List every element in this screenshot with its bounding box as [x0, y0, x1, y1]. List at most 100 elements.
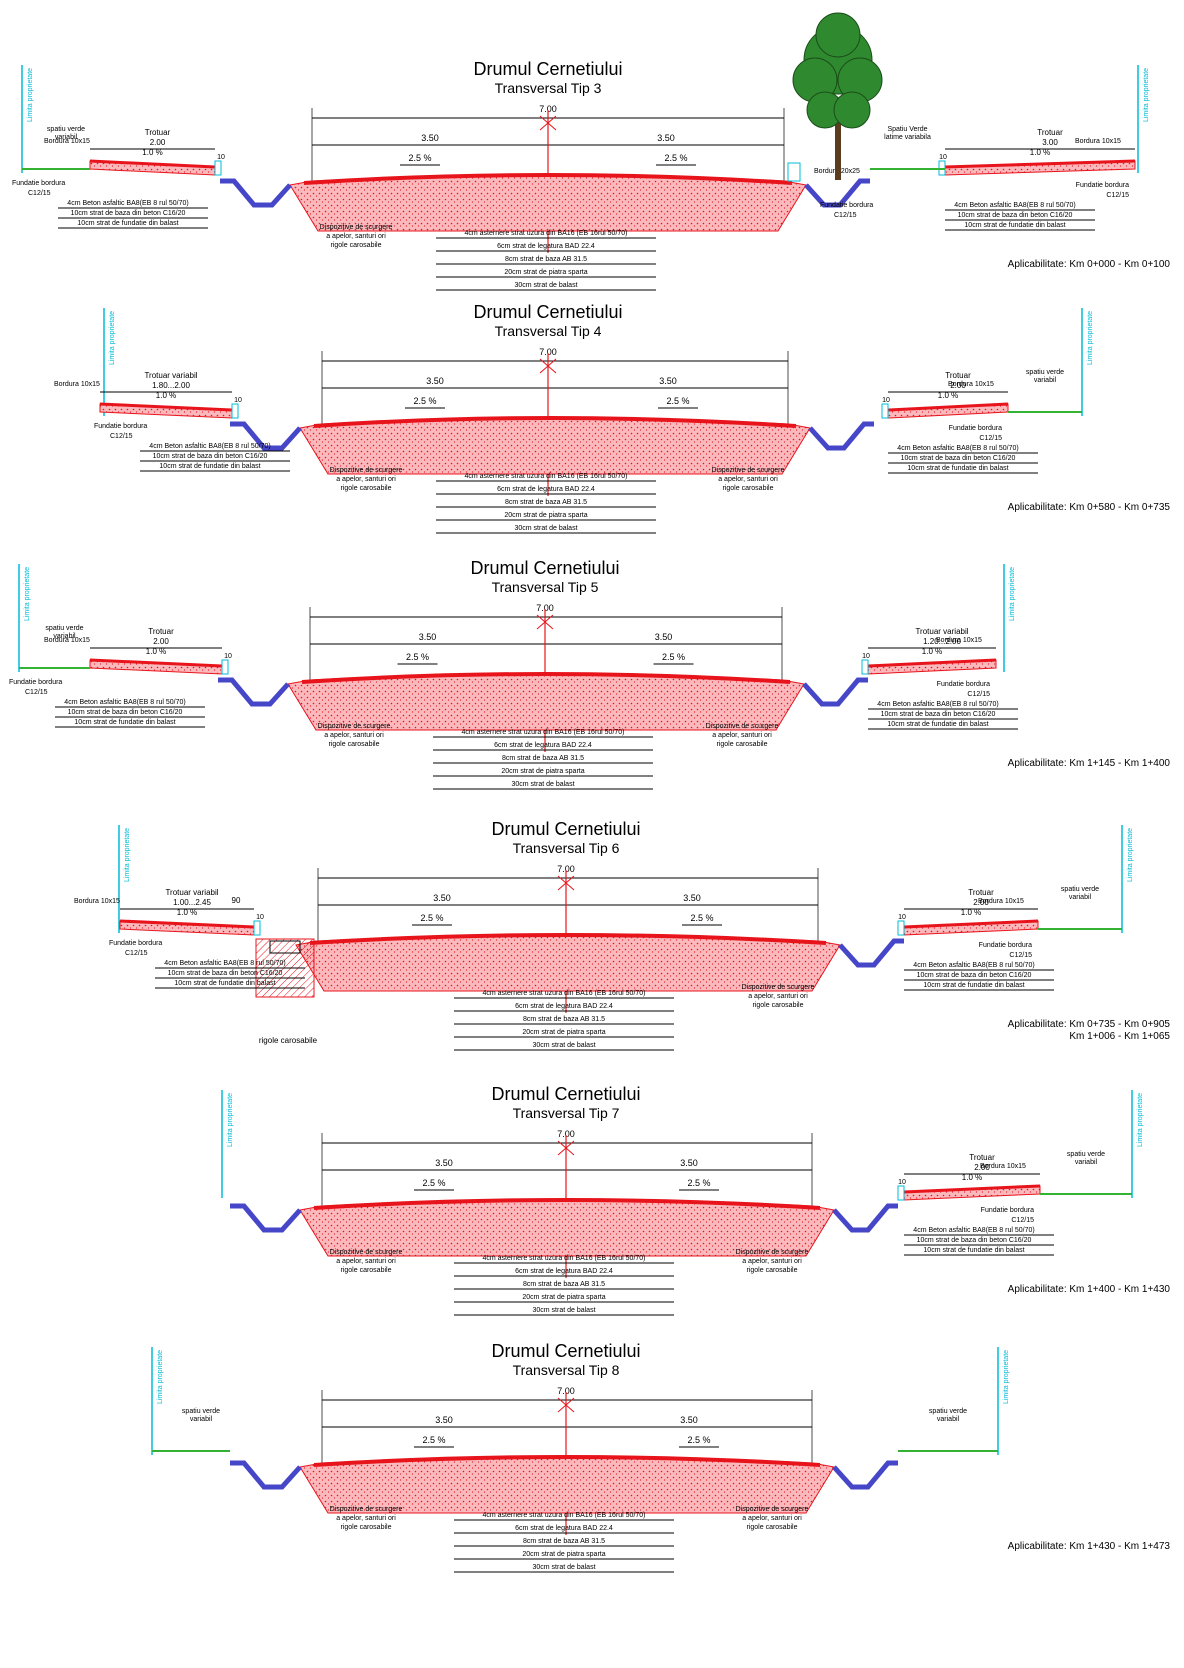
- foundation-left-label: Fundatie bordura: [109, 940, 162, 947]
- curb-right: [897, 920, 905, 936]
- left-layer-label: 4cm Beton asfaltic BA8(EB 8 rul 50/70): [64, 699, 185, 706]
- sidewalk-right-slope: 1.0 %: [922, 647, 942, 656]
- sidewalk-right-title: Trotuar variabil: [915, 627, 968, 636]
- slope-left-label: 2.5 %: [406, 652, 429, 662]
- right-layer-label: 4cm Beton asfaltic BA8(EB 8 rul 50/70): [897, 445, 1018, 452]
- left-layer-label: 4cm Beton asfaltic BA8(EB 8 rul 50/70): [164, 960, 285, 967]
- road-layer-label: 20cm strat de piatra sparta: [522, 1294, 605, 1301]
- sidewalk-right-slope: 1.0 %: [962, 1173, 982, 1182]
- tree-trunk: [835, 110, 841, 180]
- curb-right-label: Bordura 10x15: [980, 1163, 1026, 1170]
- sidewalk-left-surface: [99, 402, 233, 412]
- left-layer-label: 10cm strat de baza din beton C16/20: [71, 210, 186, 217]
- applicability-label: Aplicabilitate: Km 1+145 - Km 1+400: [1008, 758, 1171, 769]
- sidewalk-right-slope: 1.0 %: [938, 391, 958, 400]
- right-layer-label: 10cm strat de baza din beton C16/20: [881, 711, 996, 718]
- property-limit-left-label: Limita proprietate: [27, 68, 34, 122]
- right-layer-label: 10cm strat de fundatie din balast: [923, 1247, 1024, 1254]
- drainage-right-label: rigole carosabile: [717, 741, 768, 748]
- road-layer-label: 6cm strat de legatura BAD 22.4: [497, 243, 595, 250]
- sidewalk-left-width: 2.00: [153, 637, 169, 646]
- section-subtitle: Transversal Tip 7: [513, 1105, 620, 1121]
- curb-right: [897, 1185, 905, 1201]
- slope-left-label: 2.5 %: [422, 1178, 445, 1188]
- road-layer-label: 4cm asternere strat uzura din BA16 (EB 1…: [482, 990, 645, 997]
- road-layer-label: 8cm strat de baza AB 31.5: [505, 499, 587, 506]
- dimension-right-lane: 3.50: [680, 1158, 698, 1168]
- road-surface: [313, 1455, 821, 1467]
- dimension-total-label: 7.00: [539, 347, 557, 357]
- drainage-left-label: a apelor, santuri ori: [336, 1515, 396, 1522]
- curb-left: [231, 403, 239, 419]
- dimension-total-label: 7.00: [539, 104, 557, 114]
- drainage-left-label: Dispozitive de scurgere: [318, 723, 391, 730]
- axis-marker: [536, 614, 554, 630]
- drainage-right-label: rigole carosabile: [747, 1267, 798, 1274]
- curb-left: [253, 920, 261, 936]
- dimension-right-lane: 3.50: [683, 893, 701, 903]
- drainage-right-label: Dispozitive de scurgere: [742, 984, 815, 991]
- road-layer-label: 30cm strat de balast: [532, 1042, 595, 1049]
- road-layer-label: 6cm strat de legatura BAD 22.4: [497, 486, 595, 493]
- sidewalk-left-title: Trotuar variabil: [165, 888, 218, 897]
- foundation-right-label: Fundatie bordura: [949, 425, 1002, 432]
- slope-right-label: 2.5 %: [690, 913, 713, 923]
- foundation-right-class: C12/15: [1011, 1217, 1034, 1224]
- curb-right-label: Bordura 10x15: [978, 898, 1024, 905]
- sidewalk-right-width: 2.00: [974, 1163, 990, 1172]
- rigola-cap: [269, 940, 301, 954]
- curb-left-dim: 10: [217, 154, 225, 161]
- road-layer-label: 4cm asternere strat uzura din BA16 (EB 1…: [482, 1255, 645, 1262]
- section-subtitle: Transversal Tip 3: [495, 80, 602, 96]
- drainage-left-label: Dispozitive de scurgere: [320, 224, 393, 231]
- drainage-left-label: Dispozitive de scurgere: [330, 467, 403, 474]
- sidewalk-left-surface: [89, 159, 216, 169]
- foundation-left-class: C12/15: [110, 433, 133, 440]
- dimension-total-label: 7.00: [536, 603, 554, 613]
- road-surface: [313, 416, 797, 428]
- curb-left: [214, 160, 222, 176]
- drainage-right-label: Dispozitive de scurgere: [706, 723, 779, 730]
- green-right-label-2: latime variabila: [884, 134, 931, 141]
- drainage-left-label: rigole carosabile: [341, 1267, 392, 1274]
- sidewalk-right-width: 2.00: [950, 381, 966, 390]
- green-right-label: spatiu verde: [1061, 886, 1099, 893]
- road-layer-label: 30cm strat de balast: [511, 781, 574, 788]
- applicability-label: Aplicabilitate: Km 0+735 - Km 0+905: [1008, 1019, 1171, 1030]
- foundation-left-class: C12/15: [125, 950, 148, 957]
- property-limit-left-label: Limita proprietate: [24, 567, 31, 621]
- dimension-right-lane: 3.50: [655, 632, 673, 642]
- left-layer-label: 10cm strat de baza din beton C16/20: [68, 709, 183, 716]
- curb-right-label: Bordura 10x15: [936, 637, 982, 644]
- section-subtitle: Transversal Tip 4: [495, 323, 602, 339]
- property-limit-right-label: Limita proprietate: [1137, 1093, 1144, 1147]
- property-limit-right-label: Limita proprietate: [1127, 828, 1134, 882]
- slope-left-label: 2.5 %: [413, 396, 436, 406]
- road-layer-label: 6cm strat de legatura BAD 22.4: [515, 1525, 613, 1532]
- slope-right-label: 2.5 %: [687, 1435, 710, 1445]
- road-layer-label: 4cm asternere strat uzura din BA16 (EB 1…: [464, 473, 627, 480]
- curb-left-label: Bordura 10x15: [54, 381, 100, 388]
- dimension-total-label: 7.00: [557, 1129, 575, 1139]
- right-layer-label: 10cm strat de fundatie din balast: [907, 465, 1008, 472]
- left-layer-label: 10cm strat de fundatie din balast: [159, 463, 260, 470]
- sidewalk-right-title: Trotuar: [968, 888, 994, 897]
- dimension-left-lane: 3.50: [426, 376, 444, 386]
- foundation-right-label: Fundatie bordura: [937, 681, 990, 688]
- sidewalk-left-slope: 1.0 %: [156, 391, 176, 400]
- foundation-right-class: C12/15: [1106, 192, 1129, 199]
- road-layer-label: 8cm strat de baza AB 31.5: [502, 755, 584, 762]
- curb-right: [881, 403, 889, 419]
- curb-big-right: [787, 162, 801, 182]
- green-right-label: spatiu verde: [929, 1408, 967, 1415]
- sidewalk-right-surface: [887, 402, 1009, 412]
- tree-icon: [792, 12, 883, 180]
- applicability-label: Aplicabilitate: Km 1+400 - Km 1+430: [1008, 1284, 1171, 1295]
- tree-foliage: [833, 91, 871, 129]
- green-right-label: Spatiu Verde: [887, 126, 927, 133]
- sidewalk-left-surface: [119, 919, 255, 929]
- curb-right: [861, 659, 869, 675]
- left-layer-label: 10cm strat de fundatie din balast: [77, 220, 178, 227]
- green-left-label-2: variabil: [190, 1416, 213, 1423]
- curb-left-dim: 10: [224, 653, 232, 660]
